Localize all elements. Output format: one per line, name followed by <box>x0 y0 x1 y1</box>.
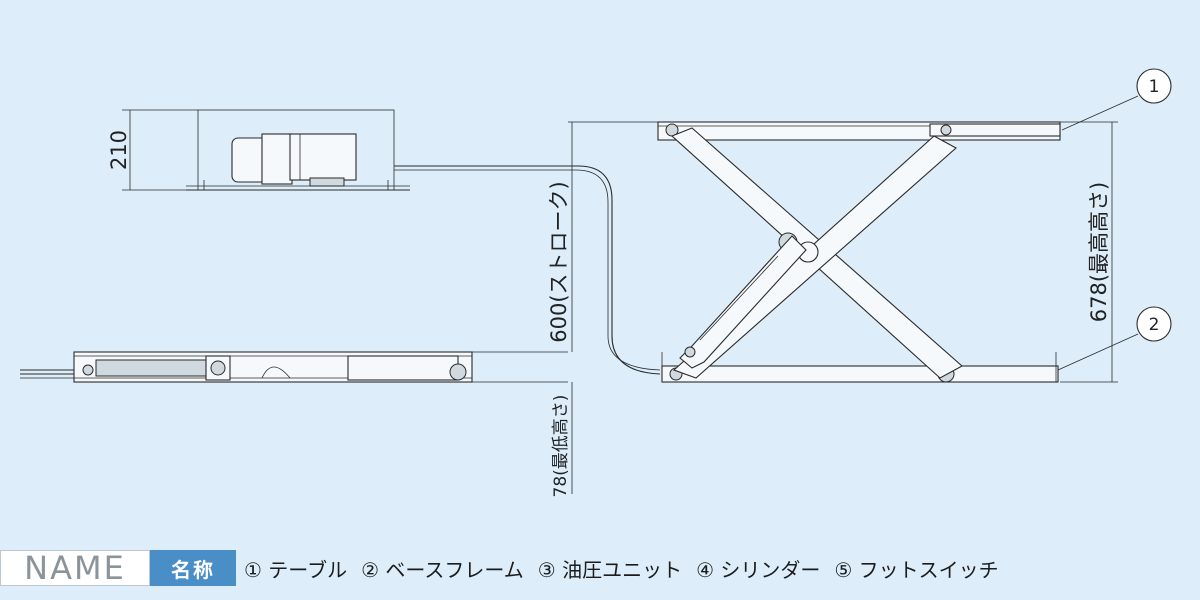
min-height-label: 78(最低高さ) <box>551 395 571 498</box>
stroke-label: 600(ストローク) <box>547 181 571 342</box>
raised-lift <box>657 121 1118 383</box>
legend-label: 名称 <box>150 550 236 586</box>
legend-item-hydraulic-unit: ③ 油圧ユニット <box>537 557 683 582</box>
callout-1: 1 <box>1061 68 1172 131</box>
dim-pump-height: 210 <box>107 109 198 191</box>
legend-item-table: ① テーブル <box>244 557 348 582</box>
technical-drawing: 210 600(ストローク) 78(最低高さ) <box>20 68 1172 498</box>
legend-item-base-frame: ② ベースフレーム <box>361 557 524 582</box>
legend-items: ① テーブル ② ベースフレーム ③ 油圧ユニット ④ シリンダー ⑤ フットス… <box>244 554 1013 583</box>
dim-stroke: 600(ストローク) <box>547 121 660 352</box>
hydraulic-hose <box>394 165 661 375</box>
pump-height-label: 210 <box>107 130 131 170</box>
callout-2: 2 <box>1057 306 1172 371</box>
max-height-label: 678(最高高さ) <box>1087 182 1111 322</box>
legend-title: NAME <box>0 549 150 587</box>
lowered-lift <box>20 351 568 383</box>
callout-2-label: 2 <box>1149 315 1160 335</box>
legend-item-foot-switch: ⑤ フットスイッチ <box>834 557 999 582</box>
callout-1-label: 1 <box>1149 77 1160 97</box>
dim-min-height: 78(最低高さ) <box>551 382 573 498</box>
legend-bar: NAME 名称 ① テーブル ② ベースフレーム ③ 油圧ユニット ④ シリンダ… <box>0 548 1200 588</box>
legend-item-cylinder: ④ シリンダー <box>696 557 821 582</box>
hydraulic-unit <box>186 109 410 191</box>
